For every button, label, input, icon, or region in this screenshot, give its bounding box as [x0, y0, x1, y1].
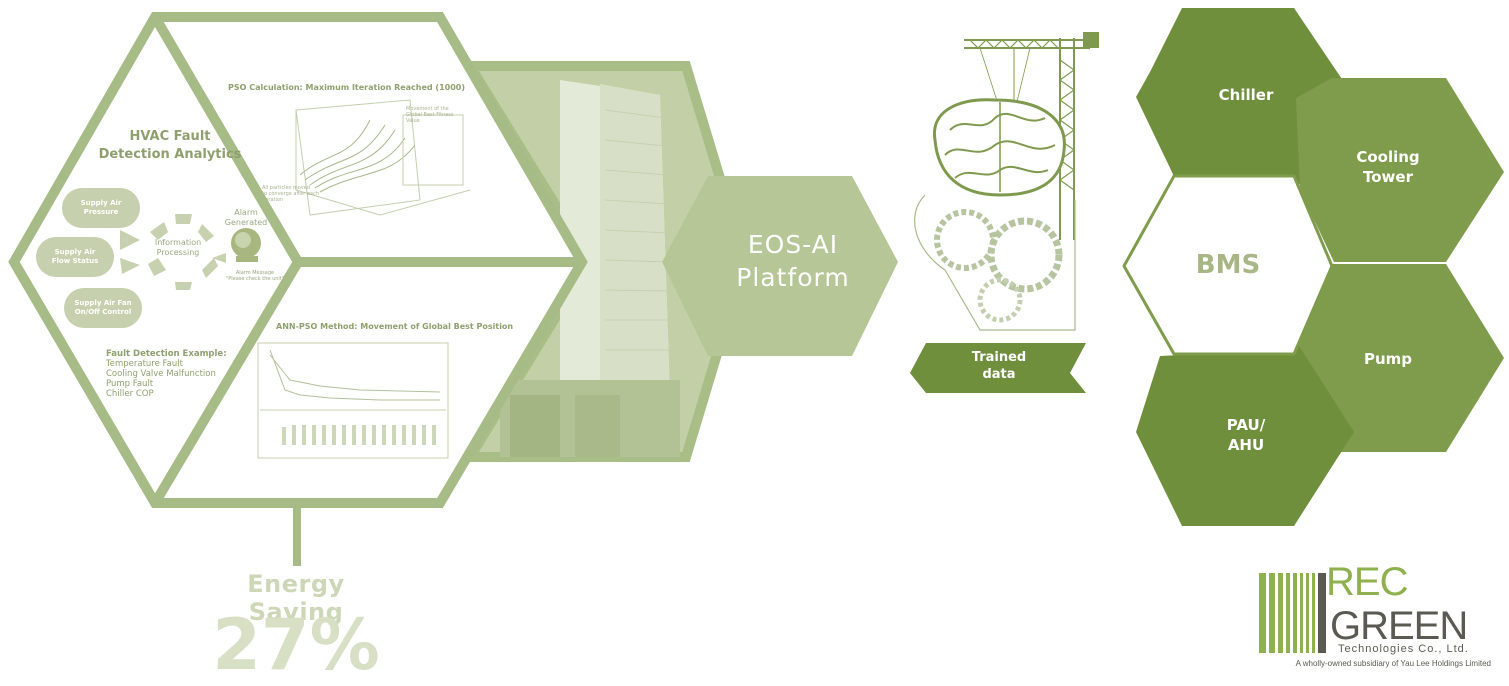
logo-green-text: GREEN	[1330, 604, 1468, 648]
hex-bms-label: BMS	[1195, 250, 1261, 280]
eos-ai-platform-label: EOS-AI Platform	[736, 230, 850, 292]
logo-subsidiary-text: A wholly-owned subsidiary of Yau Lee Hol…	[1295, 659, 1491, 668]
fault-example-item: Pump Fault	[106, 379, 154, 389]
logo-rec-text: REC	[1326, 560, 1408, 604]
energy-saving-value: 27%	[212, 604, 380, 686]
fault-example-list: Fault Detection Example: Temperature Fau…	[106, 349, 227, 399]
analytics-title: HVAC Fault Detection Analytics	[98, 129, 242, 162]
input-supply-air-pressure: Supply Air Pressure	[62, 188, 140, 228]
energy-saving-label: Energy Saving	[247, 570, 345, 626]
trained-data-label: Trained data	[971, 350, 1027, 382]
information-processing-label: Information Processing	[154, 238, 202, 257]
logo-technologies-text: Technologies Co., Ltd.	[1338, 643, 1469, 655]
arrow-cycle-icon	[120, 214, 226, 290]
ann-bars	[282, 425, 436, 445]
pso-title: PSO Calculation: Maximum Iteration Reach…	[228, 83, 466, 92]
hex-pump-label: Pump	[1363, 350, 1413, 368]
pso-chart-sketch	[295, 99, 471, 216]
rec-green-logo-mark	[1259, 573, 1326, 653]
input-supply-air-flow-status: Supply Air Flow Status	[36, 237, 114, 277]
ann-chart-sketch	[257, 342, 449, 459]
input-supply-air-fan-control: Supply Air Fan On/Off Control	[64, 288, 142, 328]
alarm-bell-icon	[231, 228, 261, 262]
brain-head-icon	[914, 98, 1076, 331]
fault-example-item: Temperature Fault	[106, 359, 183, 369]
hex-cooling-tower-label: Cooling Tower	[1356, 148, 1420, 186]
ann-title: ANN-PSO Method: Movement of Global Best …	[276, 322, 514, 331]
fault-example-item: Cooling Valve Malfunction	[106, 369, 216, 379]
hex-chiller-label: Chiller	[1218, 86, 1274, 104]
fault-example-item: Chiller COP	[106, 389, 154, 399]
fault-example-heading: Fault Detection Example:	[106, 349, 227, 359]
building-photo-icon	[461, 61, 751, 462]
pso-note-particles: All particles moved to converge after ea…	[262, 185, 319, 203]
hex-pau-ahu-label: PAU/ AHU	[1226, 416, 1266, 454]
alarm-message-label: Alarm Message "Please check the unit"	[225, 270, 285, 282]
alarm-generated-label: Alarm Generated	[224, 208, 268, 227]
pso-note-global-best: Movement of the Global Best Fitness Valu…	[406, 106, 454, 124]
